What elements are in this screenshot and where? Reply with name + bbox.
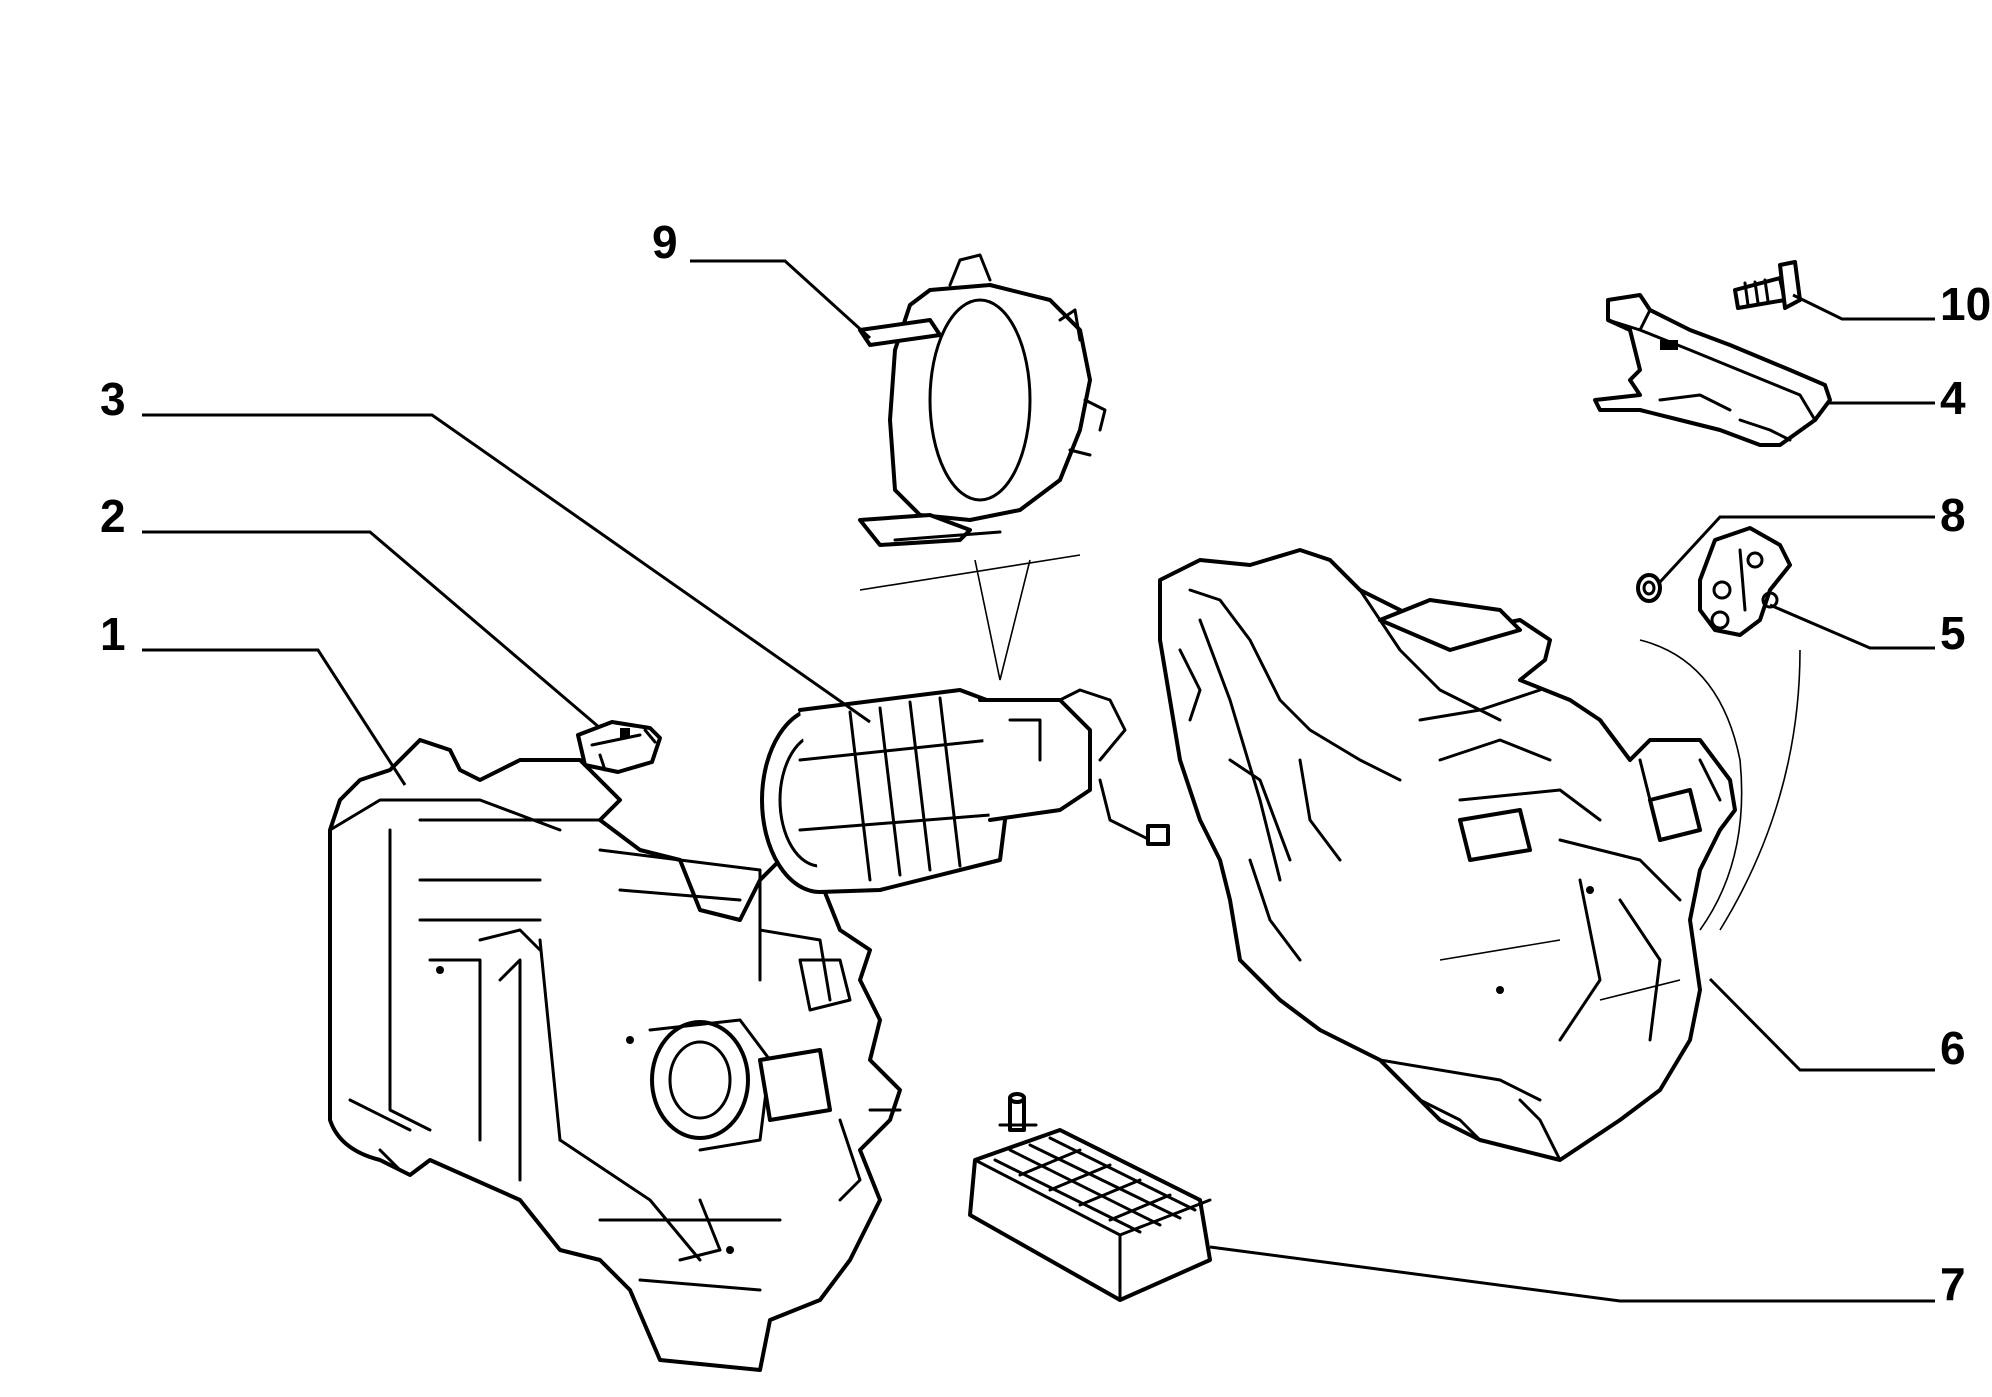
callout-5: 5: [1940, 607, 1966, 659]
callout-1: 1: [100, 608, 126, 660]
callout-4: 4: [1940, 372, 1966, 424]
leader-3: [142, 413, 871, 724]
callout-3: 3: [100, 373, 126, 425]
part-2-resistor: [576, 720, 662, 774]
leader-1: [142, 648, 407, 786]
leader-2: [142, 530, 601, 730]
leader-5: [1769, 603, 1935, 650]
callout-2: 2: [100, 490, 126, 542]
part-1-heater-housing: [328, 738, 902, 1372]
leader-9: [690, 259, 872, 340]
leader-8: [1658, 515, 1935, 584]
callout-labels: 1 2 3 4 5 6 7 8 9 10: [100, 216, 1991, 1310]
leader-7: [1209, 1245, 1935, 1303]
part-3-blower-motor: [760, 688, 1170, 894]
callout-9: 9: [652, 216, 678, 268]
callout-leaders: [142, 259, 1935, 1303]
part-10-screw: [1733, 260, 1802, 310]
callout-10: 10: [1940, 278, 1991, 330]
leader-10: [1792, 293, 1935, 321]
callout-6: 6: [1940, 1022, 1966, 1074]
callout-7: 7: [1940, 1258, 1966, 1310]
callout-8: 8: [1940, 489, 1966, 541]
part-8-washer: [1636, 573, 1662, 603]
part-4-bracket: [1593, 293, 1832, 447]
part-7-filter: [968, 1092, 1212, 1302]
leader-6: [1708, 977, 1935, 1072]
part-6-casing: [1158, 548, 1737, 1162]
part-5-lever-plate: [1639, 526, 1801, 931]
part-9-shroud: [858, 253, 1107, 681]
